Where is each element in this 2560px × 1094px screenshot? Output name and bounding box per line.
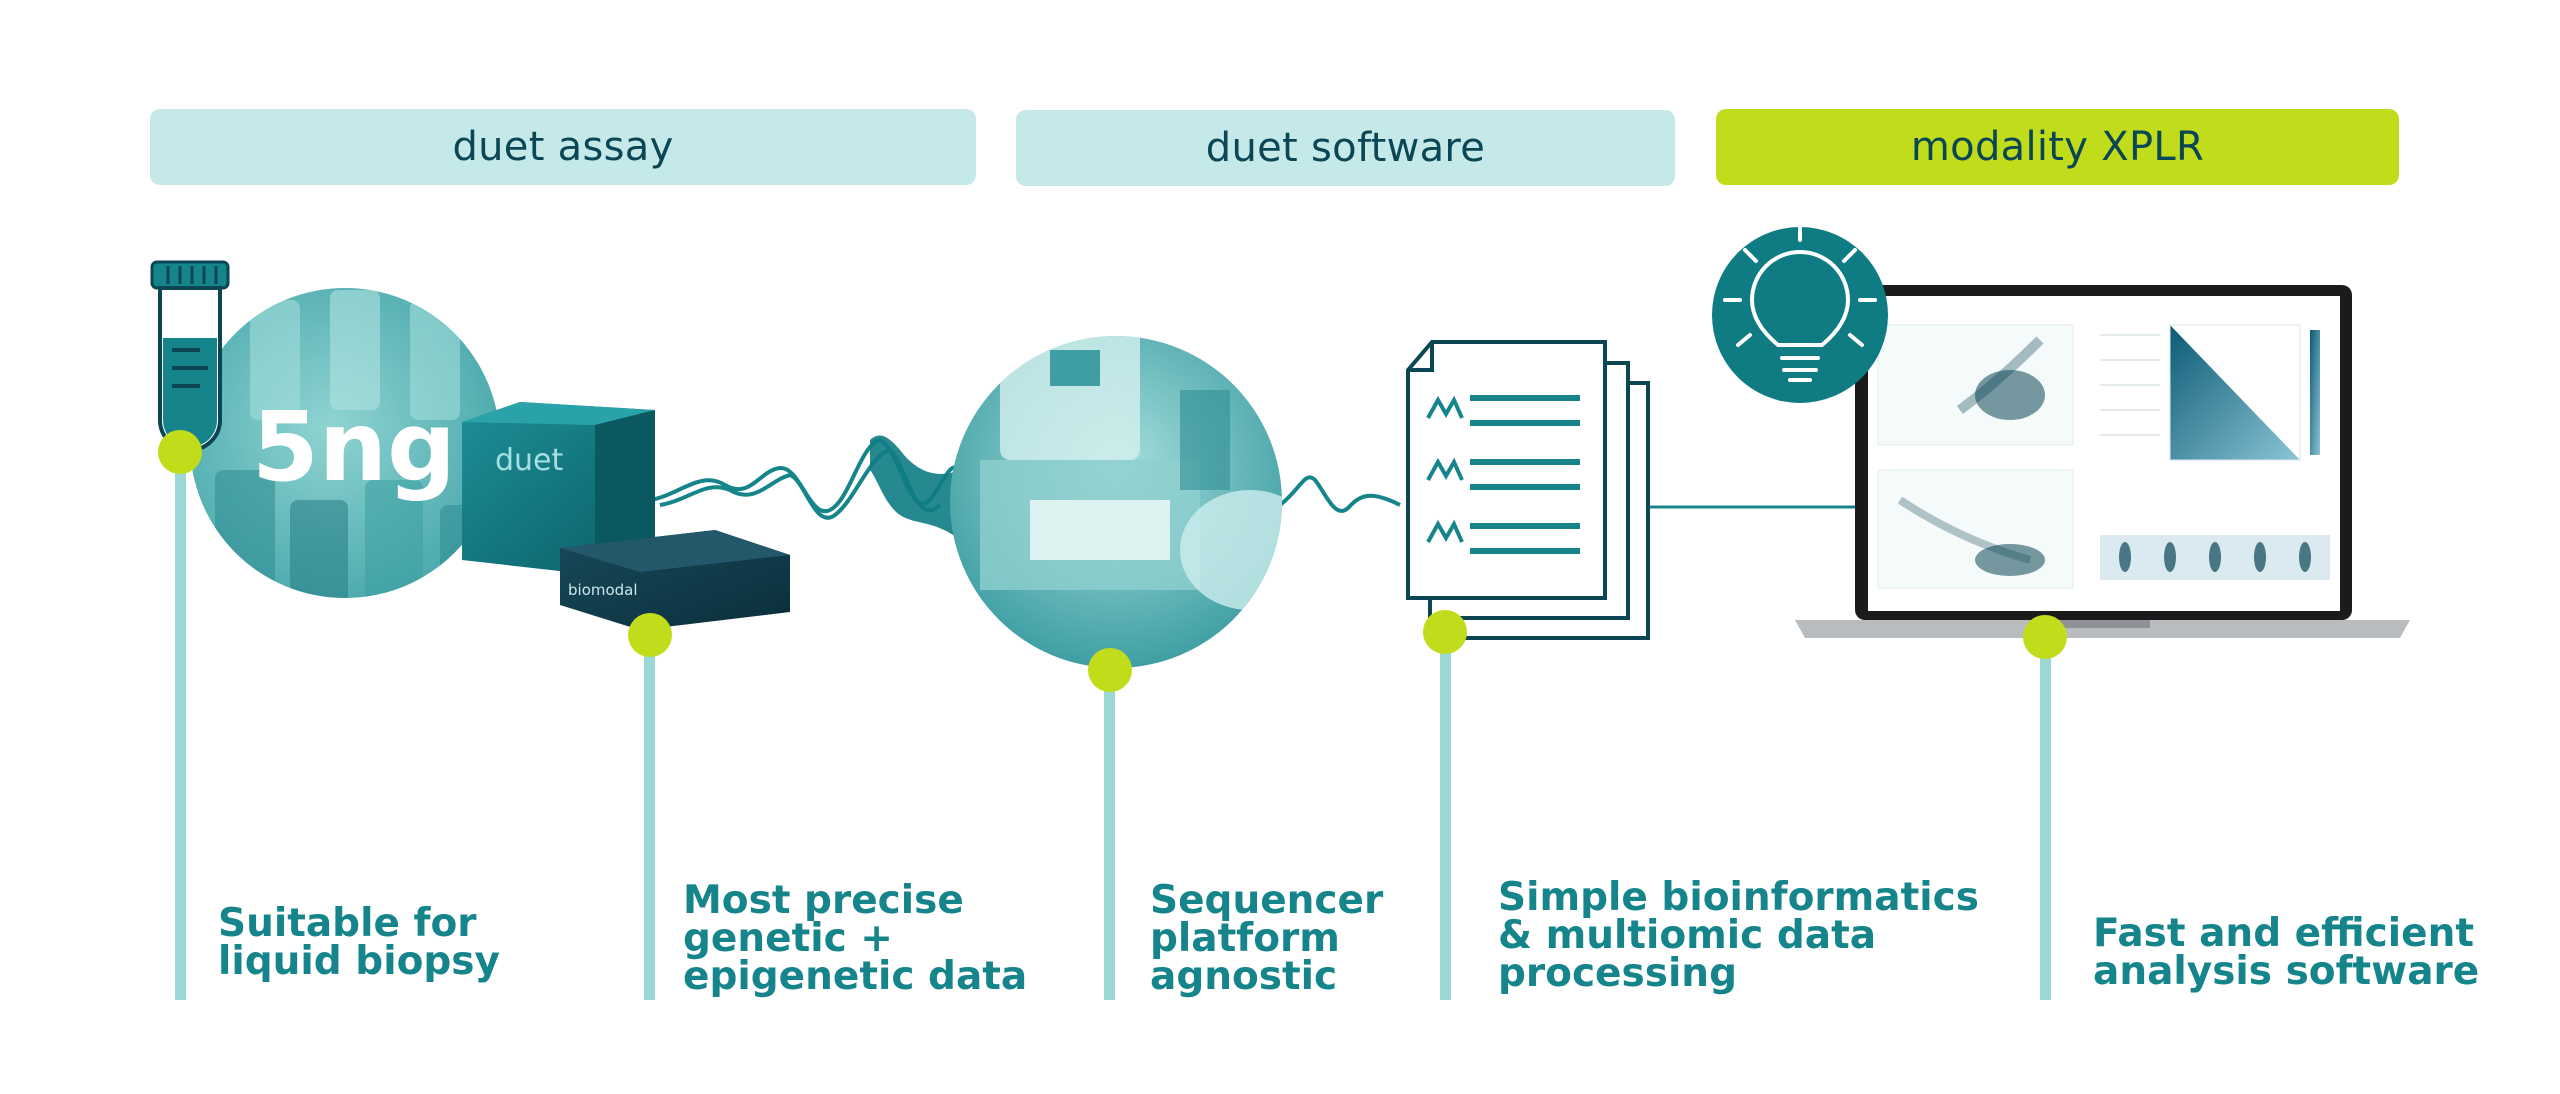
header-modality-xplr: modality XPLR [1716,109,2399,185]
feature-line: & multiomic data [1498,913,1877,958]
wave-fill [870,435,960,540]
sample-tube-icon [150,260,230,452]
header-duet-assay: duet assay [150,109,976,185]
timeline-dots [158,430,2067,692]
feature-line: genetic + [683,916,893,961]
feature-line: Most precise [683,878,964,923]
analysis-screen [1877,324,2330,589]
kit-small-label: biomodal [568,581,638,599]
sample-amount-label: 5ng [252,391,456,503]
duet-kit-box: duet [462,402,655,575]
feature-bioinformatics: Simple bioinformatics & multiomic data p… [1498,875,1979,996]
biomodal-kit-box: biomodal [560,530,790,630]
feature-line: Fast and efficient [2093,911,2474,956]
stem-4 [1440,632,1451,1000]
kit-brand-label: duet [495,443,564,478]
header-duet-software: duet software [1016,110,1675,186]
dot-4 [1423,610,1467,654]
sequencer-photo [950,336,1282,668]
dot-2 [628,613,672,657]
stem-3 [1104,670,1115,1000]
feature-precise-data: Most precise genetic + epigenetic data [683,878,1028,999]
feature-line: processing [1498,951,1737,996]
sample-photo: 5ng [190,288,500,598]
feature-line: epigenetic data [683,954,1028,999]
timeline-stems [175,452,2051,1000]
feature-line: liquid biopsy [218,939,500,984]
stem-1 [175,452,186,1000]
feature-line: Suitable for [218,901,477,946]
dot-1 [158,430,202,474]
dot-5 [2023,615,2067,659]
stem-2 [644,635,655,1000]
feature-line: platform [1150,916,1340,961]
feature-line: agnostic [1150,954,1338,999]
stem-5 [2040,637,2051,1000]
laptop-icon [1795,285,2410,638]
feature-analysis-software: Fast and efficient analysis software [2093,911,2480,994]
lightbulb-icon [1712,223,1888,403]
feature-line: analysis software [2093,949,2480,994]
feature-platform-agnostic: Sequencer platform agnostic [1150,878,1384,999]
dot-3 [1088,648,1132,692]
feature-line: Simple bioinformatics [1498,875,1979,920]
feature-line: Sequencer [1150,878,1384,923]
feature-liquid-biopsy: Suitable for liquid biopsy [218,901,500,984]
document-stack-icon [1406,340,1650,640]
